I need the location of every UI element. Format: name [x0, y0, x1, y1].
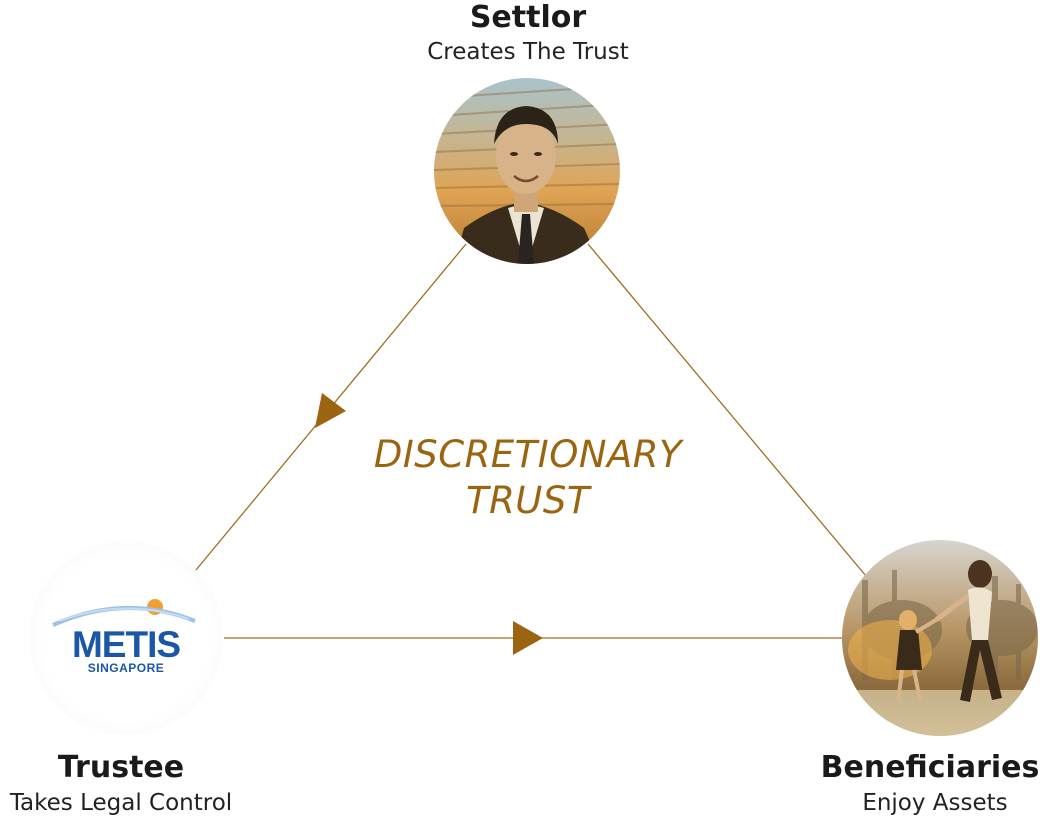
arrow-right-icon	[513, 621, 543, 655]
trustee-title: Trustee	[57, 750, 185, 785]
logo-sub-text: SINGAPORE	[87, 661, 165, 675]
trustee-subtitle: Takes Legal Control	[9, 790, 233, 816]
beneficiaries-title: Beneficiaries	[820, 750, 1040, 785]
settlor-subtitle: Creates The Trust	[427, 39, 629, 65]
beneficiaries-subtitle: Enjoy Assets	[862, 790, 1008, 816]
trustee-logo-circle: METIS SINGAPORE	[29, 541, 223, 735]
discretionary-trust-label: DISCRETIONARY TRUST	[330, 432, 726, 524]
settlor-title: Settlor	[469, 0, 587, 35]
metis-logo-icon	[52, 599, 196, 627]
center-label-line2: TRUST	[466, 479, 590, 522]
center-label-line1: DISCRETIONARY	[373, 433, 683, 476]
settlor-photo	[434, 78, 620, 264]
arrow-down-left-icon	[315, 393, 346, 428]
settlor-to-beneficiaries-line	[587, 243, 867, 577]
beneficiaries-photo	[842, 540, 1038, 736]
logo-main-text: METIS	[71, 624, 181, 665]
